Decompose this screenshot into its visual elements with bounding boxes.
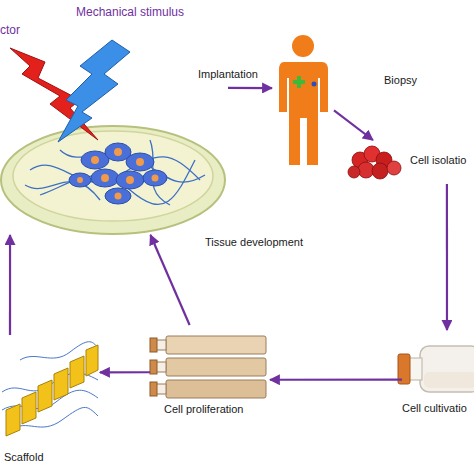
cultivation-stage: Cell cultivatio <box>402 330 474 400</box>
flow-arrow <box>150 235 189 325</box>
scaffold-structure <box>2 342 98 436</box>
edge-label: Implantation <box>198 68 258 81</box>
petri-dish <box>1 126 225 234</box>
flow-arrow <box>9 235 11 335</box>
seeded-cells <box>69 143 167 204</box>
flow-arrow <box>446 184 448 330</box>
stage-label: Cell isolatio <box>410 154 466 167</box>
flow-arrow <box>228 87 272 89</box>
culture-flasks <box>150 336 266 398</box>
lightning-bolts <box>10 40 130 142</box>
scaffold-fibers <box>25 140 205 205</box>
scaffold-stage: Scaffold <box>0 335 100 445</box>
proliferation-stage: Cell proliferation <box>150 325 270 400</box>
isolated-cells <box>348 146 401 179</box>
stage-label: Scaffold <box>4 451 44 464</box>
stage-label: Biopsy <box>384 74 417 87</box>
patient-stage: Biopsy <box>272 32 334 167</box>
edge-label: Tissue development <box>205 236 303 249</box>
stage-label: ctor <box>0 24 20 38</box>
stage-label: Cell proliferation <box>164 403 243 416</box>
flow-arrow <box>334 110 373 140</box>
culture-bottle <box>398 346 474 392</box>
isolation-stage: Cell isolatio <box>345 140 474 184</box>
bioreactor-stage: ctor Mechanical stimulus <box>0 0 228 235</box>
stage-label: Cell cultivatio <box>402 402 467 415</box>
stage-label: Mechanical stimulus <box>76 6 184 20</box>
flow-arrow <box>270 379 402 381</box>
flow-arrow <box>100 371 150 373</box>
patient-figure <box>279 35 328 165</box>
